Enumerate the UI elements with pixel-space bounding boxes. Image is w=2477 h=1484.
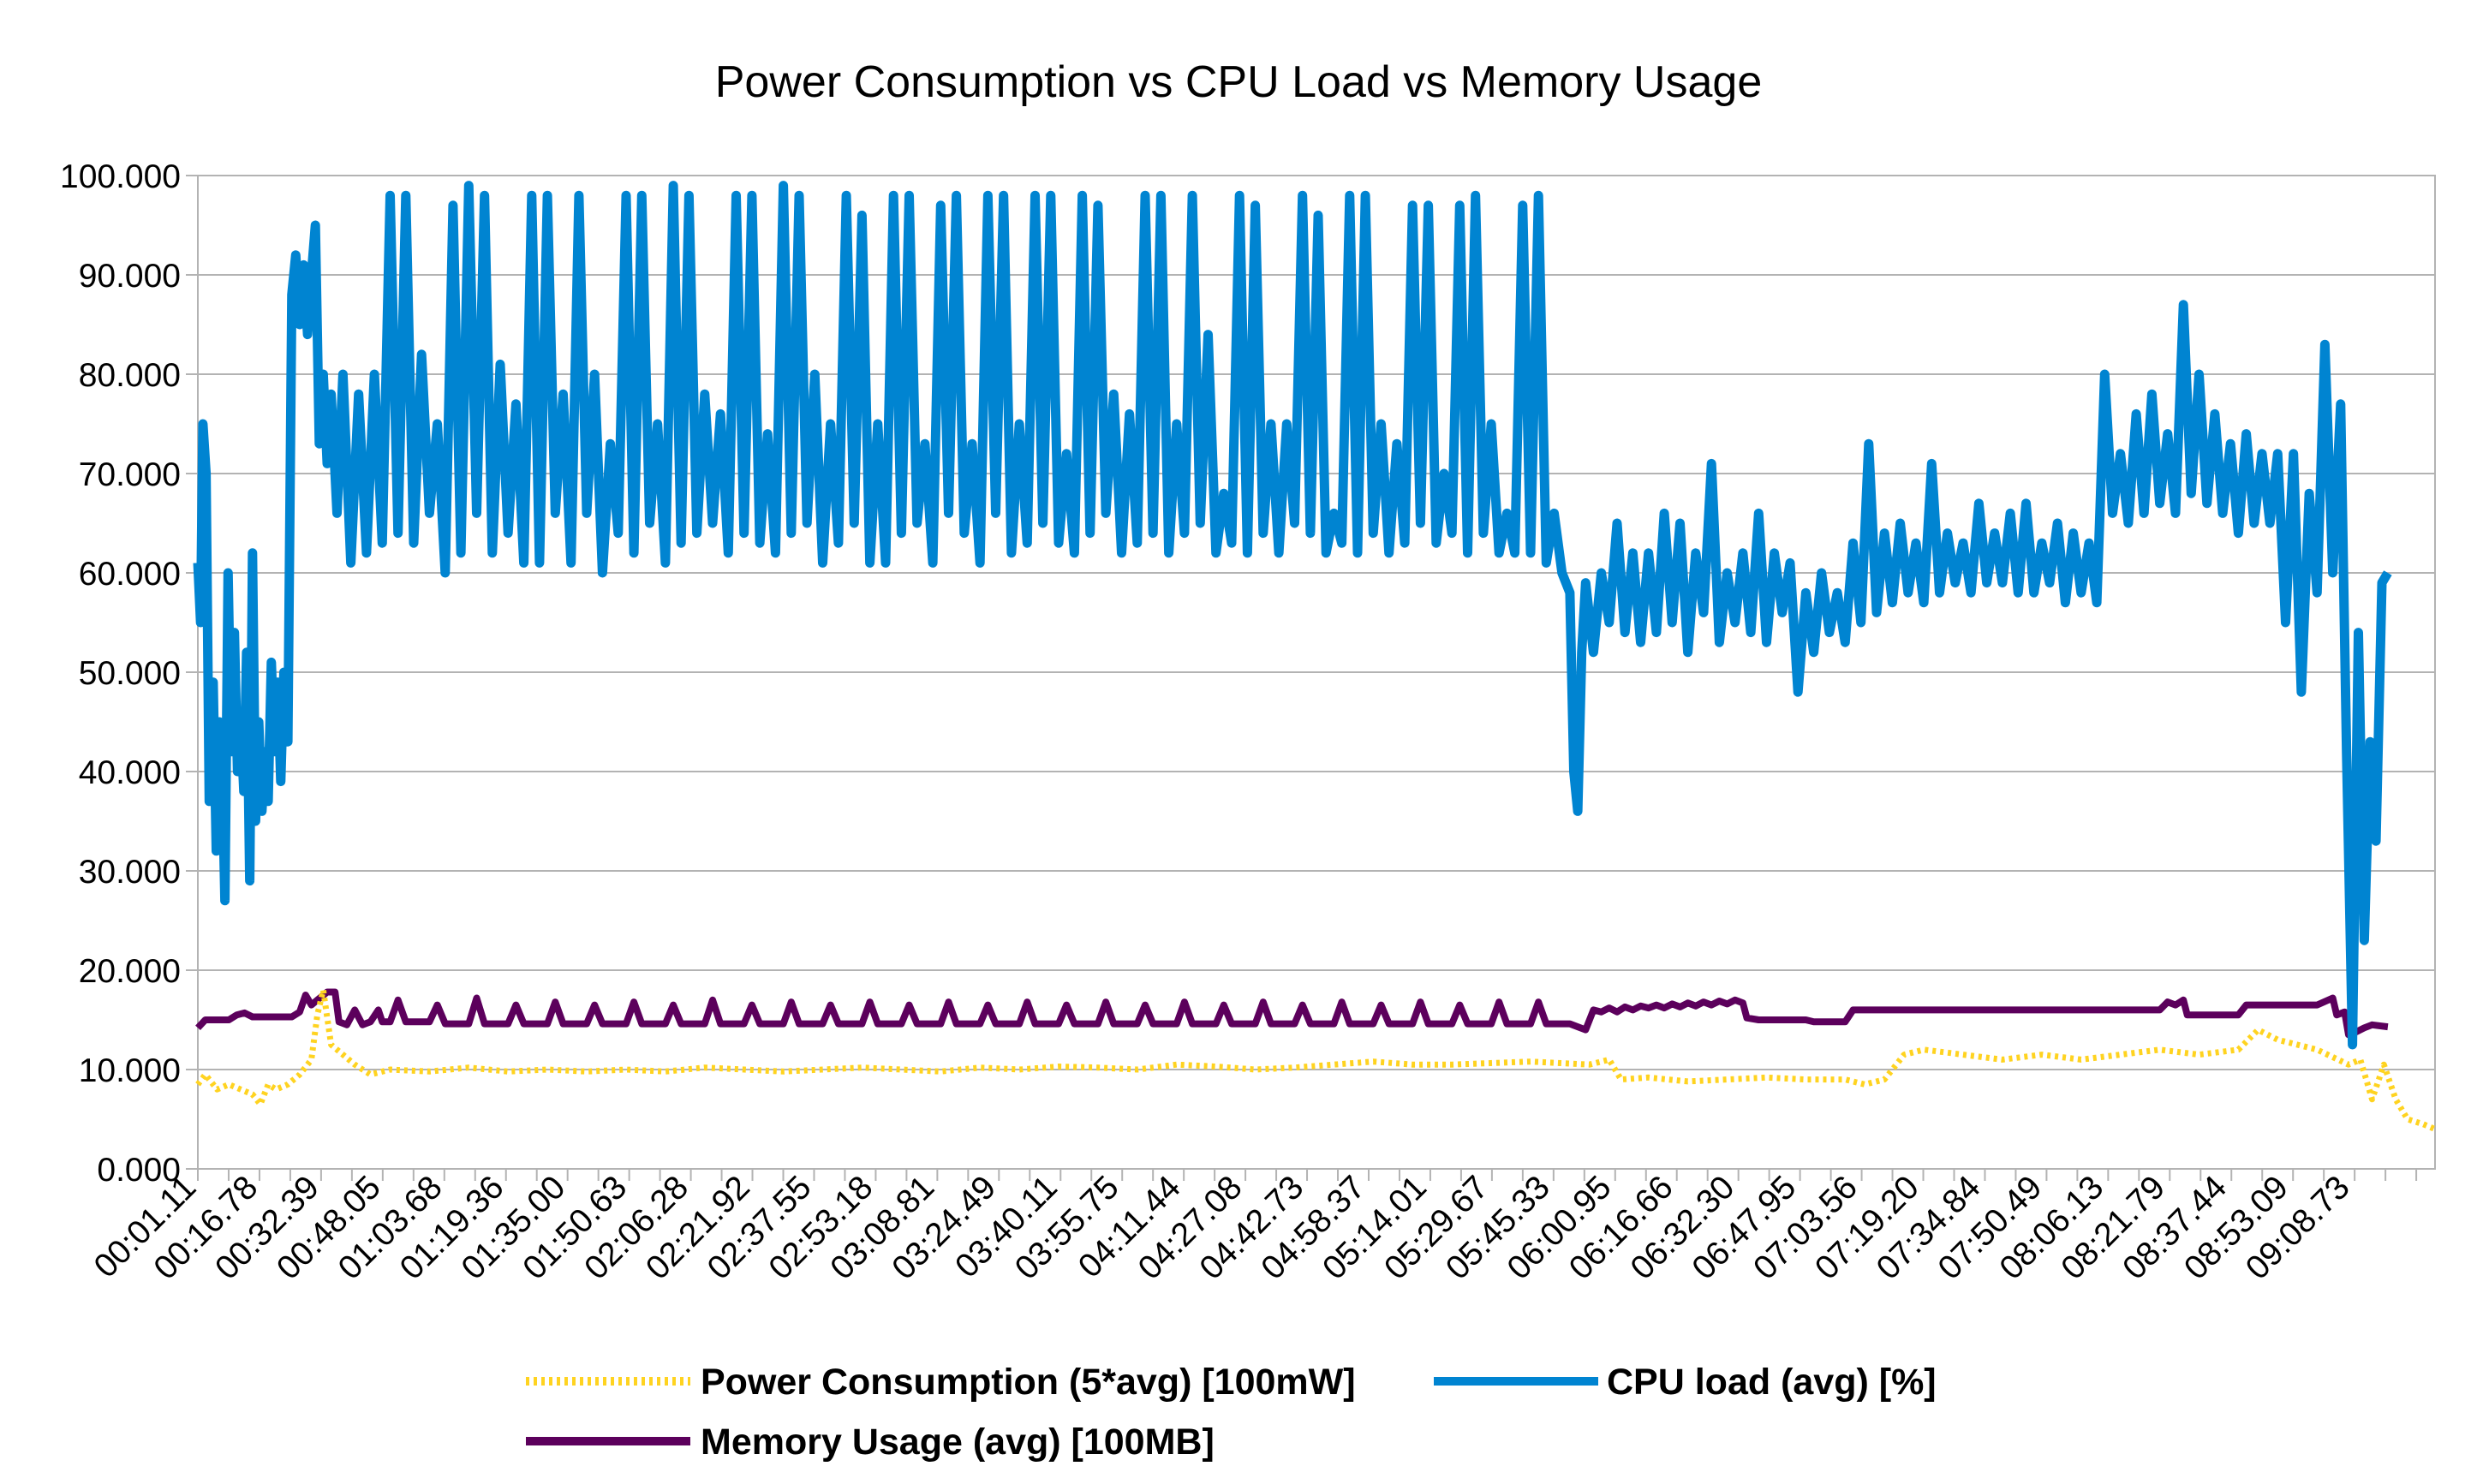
series-layer	[193, 181, 2437, 1132]
legend-label-power: Power Consumption (5*avg) [100mW]	[701, 1362, 1356, 1403]
y-tick-label: 50.000	[79, 655, 181, 692]
chart-title: Power Consumption vs CPU Load vs Memory …	[715, 57, 1762, 107]
series-memory-usage	[195, 988, 2389, 1039]
y-tick-label: 80.000	[79, 357, 181, 394]
legend-item-power: Power Consumption (5*avg) [100mW]	[526, 1362, 1356, 1403]
y-tick-label: 100.000	[60, 158, 181, 195]
y-tick-label: 0.000	[97, 1152, 181, 1189]
legend-label-cpu: CPU load (avg) [%]	[1607, 1362, 1937, 1403]
series-cpu-load	[193, 181, 2392, 1050]
y-tick-label: 70.000	[79, 456, 181, 493]
legend-item-cpu: CPU load (avg) [%]	[1434, 1362, 1937, 1403]
y-tick-label: 20.000	[79, 953, 181, 990]
y-tick-label: 40.000	[79, 754, 181, 791]
y-tick-label: 60.000	[79, 556, 181, 593]
legend-label-memory: Memory Usage (avg) [100MB]	[701, 1421, 1215, 1463]
y-tick-label: 10.000	[79, 1052, 181, 1089]
legend-item-memory: Memory Usage (avg) [100MB]	[526, 1421, 1215, 1463]
y-tick-label: 30.000	[79, 854, 181, 891]
plot-area	[197, 175, 2436, 1170]
legend: Power Consumption (5*avg) [100mW] CPU lo…	[526, 1362, 1937, 1463]
y-axis: 0.000 10.000 20.000 30.000 40.000 50.000 60.00…	[60, 158, 198, 1189]
y-tick-label: 90.000	[79, 258, 181, 295]
x-axis: 00:01.1100:16.7800:32.3900:48.0501:03.68…	[87, 1169, 2418, 1287]
